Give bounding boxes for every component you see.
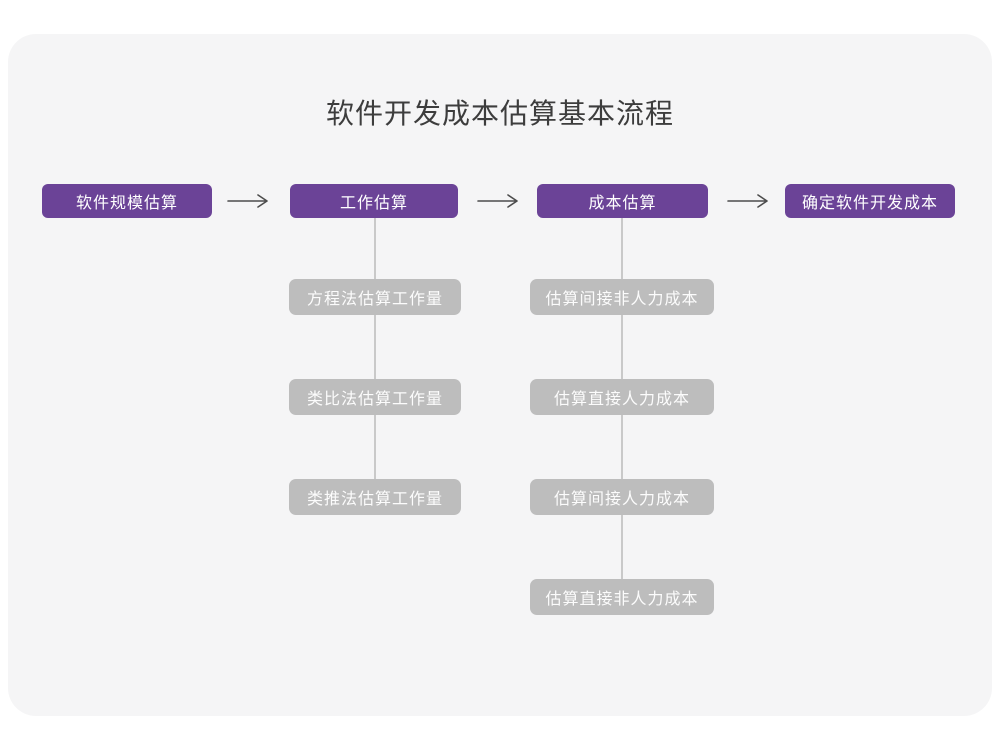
node-equation-method: 方程法估算工作量 [289, 279, 461, 315]
node-direct-nonlabor-cost: 估算直接非人力成本 [530, 579, 714, 615]
node-cost-estimation: 成本估算 [537, 184, 708, 218]
node-direct-labor-cost: 估算直接人力成本 [530, 379, 714, 415]
right-arrow-icon [477, 194, 518, 208]
right-arrow-icon [227, 194, 268, 208]
node-analogy-method: 类比法估算工作量 [289, 379, 461, 415]
node-software-scale-estimation: 软件规模估算 [42, 184, 212, 218]
diagram-title: 软件开发成本估算基本流程 [325, 98, 674, 129]
node-indirect-nonlabor-cost: 估算间接非人力成本 [530, 279, 714, 315]
diagram-panel: 软件开发成本估算基本流程 [8, 34, 992, 716]
right-arrow-icon [727, 194, 768, 208]
node-work-estimation: 工作估算 [290, 184, 458, 218]
connector-work-estimation-chain [374, 218, 376, 483]
node-indirect-labor-cost: 估算间接人力成本 [530, 479, 714, 515]
node-extrapolation-method: 类推法估算工作量 [289, 479, 461, 515]
node-determine-development-cost: 确定软件开发成本 [785, 184, 955, 218]
